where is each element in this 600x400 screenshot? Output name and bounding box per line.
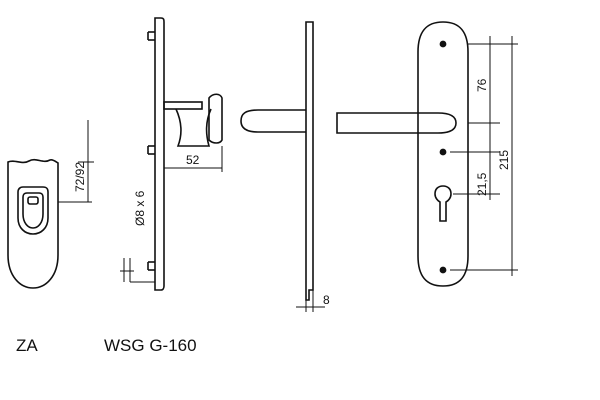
dimension-thickness: 8 [323,293,330,307]
screw-hole-top [439,40,447,48]
lever-side-plate [305,21,314,301]
side-plate [154,17,165,291]
dimension-projection: 52 [186,153,200,167]
lever-side-view [240,21,325,312]
front-lever [336,112,457,134]
escutcheon-keyway [27,196,39,205]
escutcheon-view [7,120,94,289]
dimension-total: 215 [497,150,511,170]
escutcheon-cylinder-inner [22,192,44,229]
escutcheon-cylinder-outer [17,186,49,235]
knob-stem [175,108,212,147]
cylinder-cutout [434,185,452,222]
knob-head [208,93,223,144]
caption-wsg: WSG G-160 [104,336,197,355]
caption-za: ZA [16,336,38,355]
dimension-top-height: 72/92 [73,162,87,192]
side-view [120,17,223,291]
screw-hole-middle [439,148,447,156]
front-plate [417,21,469,287]
escutcheon-outline [7,158,59,289]
lever-side-bar [240,109,306,133]
dimension-square: Ø8 x 6 [133,190,147,226]
front-view [336,21,518,287]
dimension-lower: 21,5 [475,172,489,196]
knob-base [163,101,203,110]
screw-hole-bottom [439,266,447,274]
dimension-upper: 76 [475,78,489,92]
